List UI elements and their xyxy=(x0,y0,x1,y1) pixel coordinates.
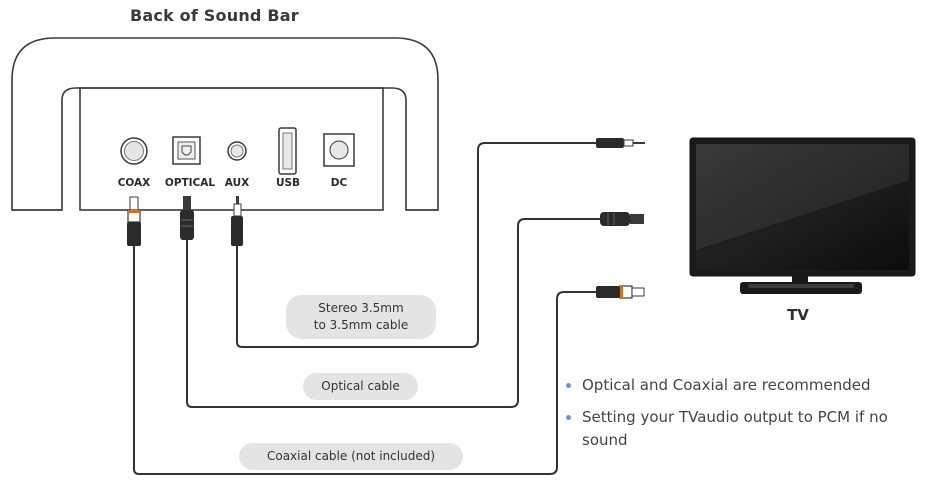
optical-cable-wire xyxy=(186,218,600,408)
coax-port xyxy=(120,137,148,165)
note-text: Optical and Coaxial are recommended xyxy=(582,376,871,394)
soundbar-panel xyxy=(79,87,384,211)
optical-plug-soundbar xyxy=(180,196,194,240)
aux-plug-tv xyxy=(596,138,645,148)
optical-port xyxy=(172,136,201,165)
tv-illustration xyxy=(689,137,916,294)
port-label-aux: AUX xyxy=(224,177,250,189)
aux-cable-label: Stereo 3.5mm to 3.5mm cable xyxy=(286,295,436,339)
aux-cable-wire xyxy=(236,142,596,348)
coax-cable-label: Coaxial cable (not included) xyxy=(239,443,463,470)
optical-cable-label-text: Optical cable xyxy=(321,379,400,393)
coax-plug-tv xyxy=(596,285,645,299)
bullet-icon xyxy=(566,415,571,420)
port-label-coax: COAX xyxy=(117,177,151,189)
port-label-dc: DC xyxy=(330,177,348,189)
aux-cable-label-line1: Stereo 3.5mm xyxy=(318,301,404,315)
aux-port xyxy=(227,141,247,161)
optical-cable-label: Optical cable xyxy=(303,373,418,400)
usb-port xyxy=(278,127,297,175)
notes-list: Optical and Coaxial are recommended Sett… xyxy=(566,374,896,461)
bullet-icon xyxy=(566,383,571,388)
coax-cable-label-text: Coaxial cable (not included) xyxy=(266,449,436,463)
coax-plug-soundbar xyxy=(127,196,141,246)
note-item: Setting your TVaudio output to PCM if no… xyxy=(566,406,896,452)
dc-port xyxy=(323,133,355,167)
diagram-title: Back of Sound Bar xyxy=(130,6,299,25)
note-text: Setting your TVaudio output to PCM if no… xyxy=(582,408,888,449)
note-item: Optical and Coaxial are recommended xyxy=(566,374,896,397)
optical-plug-tv xyxy=(600,212,644,226)
coax-cable-wire xyxy=(133,246,596,475)
aux-plug-soundbar xyxy=(231,196,243,246)
tv-label: TV xyxy=(787,306,809,324)
port-label-usb: USB xyxy=(275,177,301,189)
port-label-optical: OPTICAL xyxy=(164,177,216,189)
aux-cable-label-line2: to 3.5mm cable xyxy=(313,318,409,332)
